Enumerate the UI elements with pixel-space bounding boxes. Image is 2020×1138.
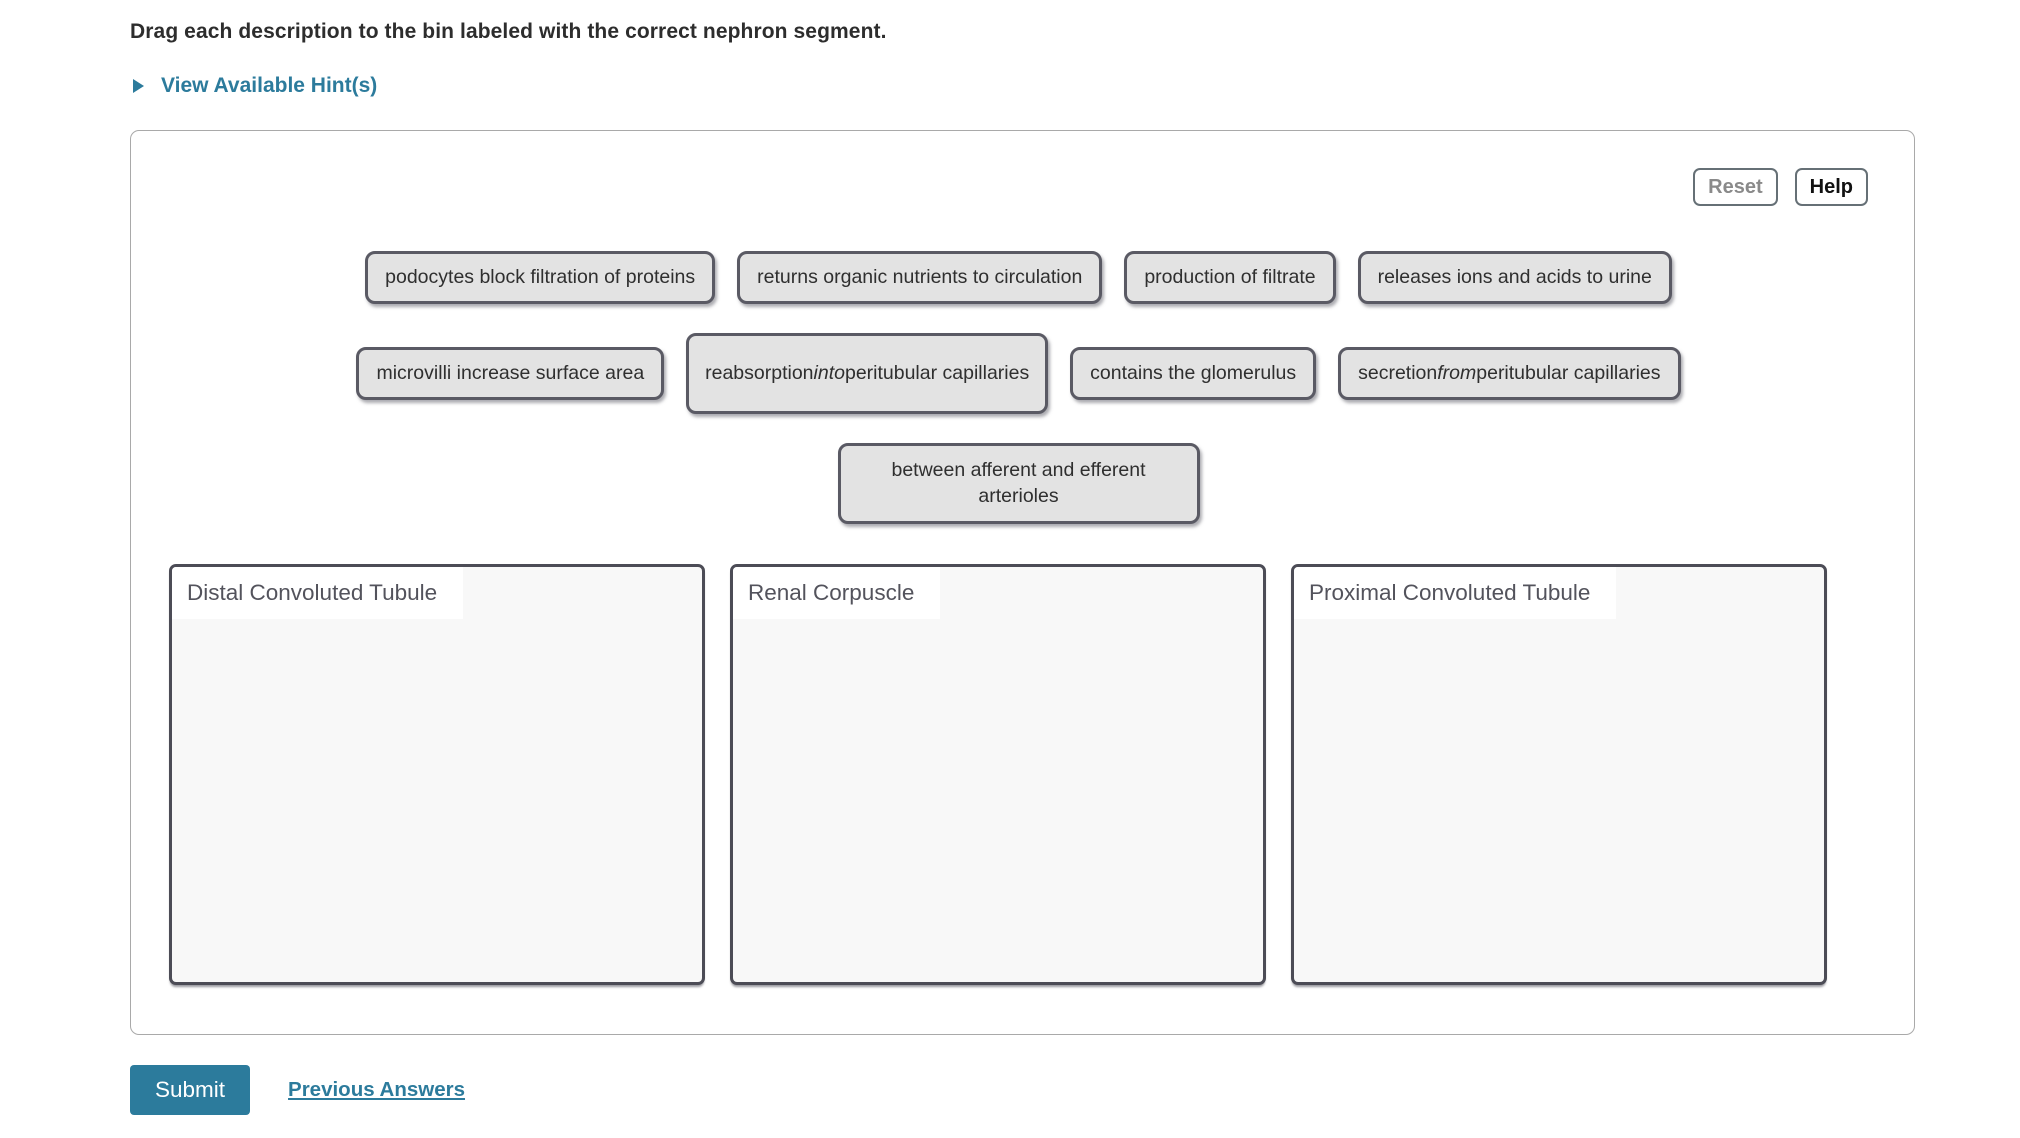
drag-chip[interactable]: production of filtrate xyxy=(1124,251,1336,304)
drag-chip[interactable]: secretion from peritubular capillaries xyxy=(1338,347,1681,400)
chip-text: contains the glomerulus xyxy=(1090,362,1297,384)
bin-label: Renal Corpuscle xyxy=(733,567,941,619)
chip-text: reabsorption xyxy=(705,361,814,384)
drag-chip[interactable]: contains the glomerulus xyxy=(1070,347,1317,400)
answer-footer: Submit Previous Answers xyxy=(130,1065,1915,1115)
chips-area: podocytes block filtration of proteins re… xyxy=(169,251,1868,524)
drag-drop-activity-panel: Reset Help podocytes block filtration of… xyxy=(130,130,1915,1035)
chip-text: secretion xyxy=(1358,362,1438,384)
chip-row: microvilli increase surface area reabsorp… xyxy=(169,333,1868,414)
triangle-right-icon xyxy=(133,79,144,93)
bins-row: Distal Convoluted Tubule Renal Corpuscle P… xyxy=(169,564,1868,985)
chip-text: podocytes block filtration of proteins xyxy=(385,266,696,288)
previous-answers-link[interactable]: Previous Answers xyxy=(288,1077,466,1101)
help-button[interactable]: Help xyxy=(1794,168,1868,206)
view-hints-link[interactable]: View Available Hint(s) xyxy=(133,74,377,98)
question-content: Drag each description to the bin labeled… xyxy=(130,20,1915,1115)
bin-label: Distal Convoluted Tubule xyxy=(172,567,464,619)
chip-row: podocytes block filtration of proteins re… xyxy=(169,251,1868,304)
drag-chip[interactable]: between afferent and efferent arterioles xyxy=(837,443,1200,524)
bin-label: Proximal Convoluted Tubule xyxy=(1294,567,1617,619)
drag-chip[interactable]: reabsorption into peritubular capillarie… xyxy=(686,333,1049,414)
submit-button[interactable]: Submit xyxy=(130,1065,251,1115)
instruction-heading: Drag each description to the bin labeled… xyxy=(130,20,887,43)
drop-bin-renal-corpuscle[interactable]: Renal Corpuscle xyxy=(730,564,1266,985)
chip-row: between afferent and efferent arterioles xyxy=(169,443,1868,524)
activity-toolbar: Reset Help xyxy=(169,168,1868,206)
drag-chip[interactable]: returns organic nutrients to circulation xyxy=(737,251,1103,304)
drop-bin-distal-convoluted-tubule[interactable]: Distal Convoluted Tubule xyxy=(169,564,705,985)
drag-chip[interactable]: microvilli increase surface area xyxy=(356,347,665,400)
chip-text: returns organic nutrients to circulation xyxy=(757,266,1083,288)
chip-text: microvilli increase surface area xyxy=(376,362,645,384)
chip-text: into xyxy=(813,361,845,384)
chip-text: between afferent and efferent arterioles xyxy=(891,458,1146,507)
chip-text: peritubular capillaries xyxy=(844,361,1030,384)
chip-text: production of filtrate xyxy=(1144,266,1316,288)
drop-bin-proximal-convoluted-tubule[interactable]: Proximal Convoluted Tubule xyxy=(1291,564,1827,985)
drag-chip[interactable]: releases ions and acids to urine xyxy=(1357,251,1672,304)
view-hints-label: View Available Hint(s) xyxy=(161,74,378,97)
chip-text: from xyxy=(1437,362,1477,384)
reset-button[interactable]: Reset xyxy=(1693,168,1778,206)
chip-text: releases ions and acids to urine xyxy=(1377,266,1652,288)
drag-chip[interactable]: podocytes block filtration of proteins xyxy=(365,251,716,304)
chip-text: peritubular capillaries xyxy=(1476,362,1661,384)
